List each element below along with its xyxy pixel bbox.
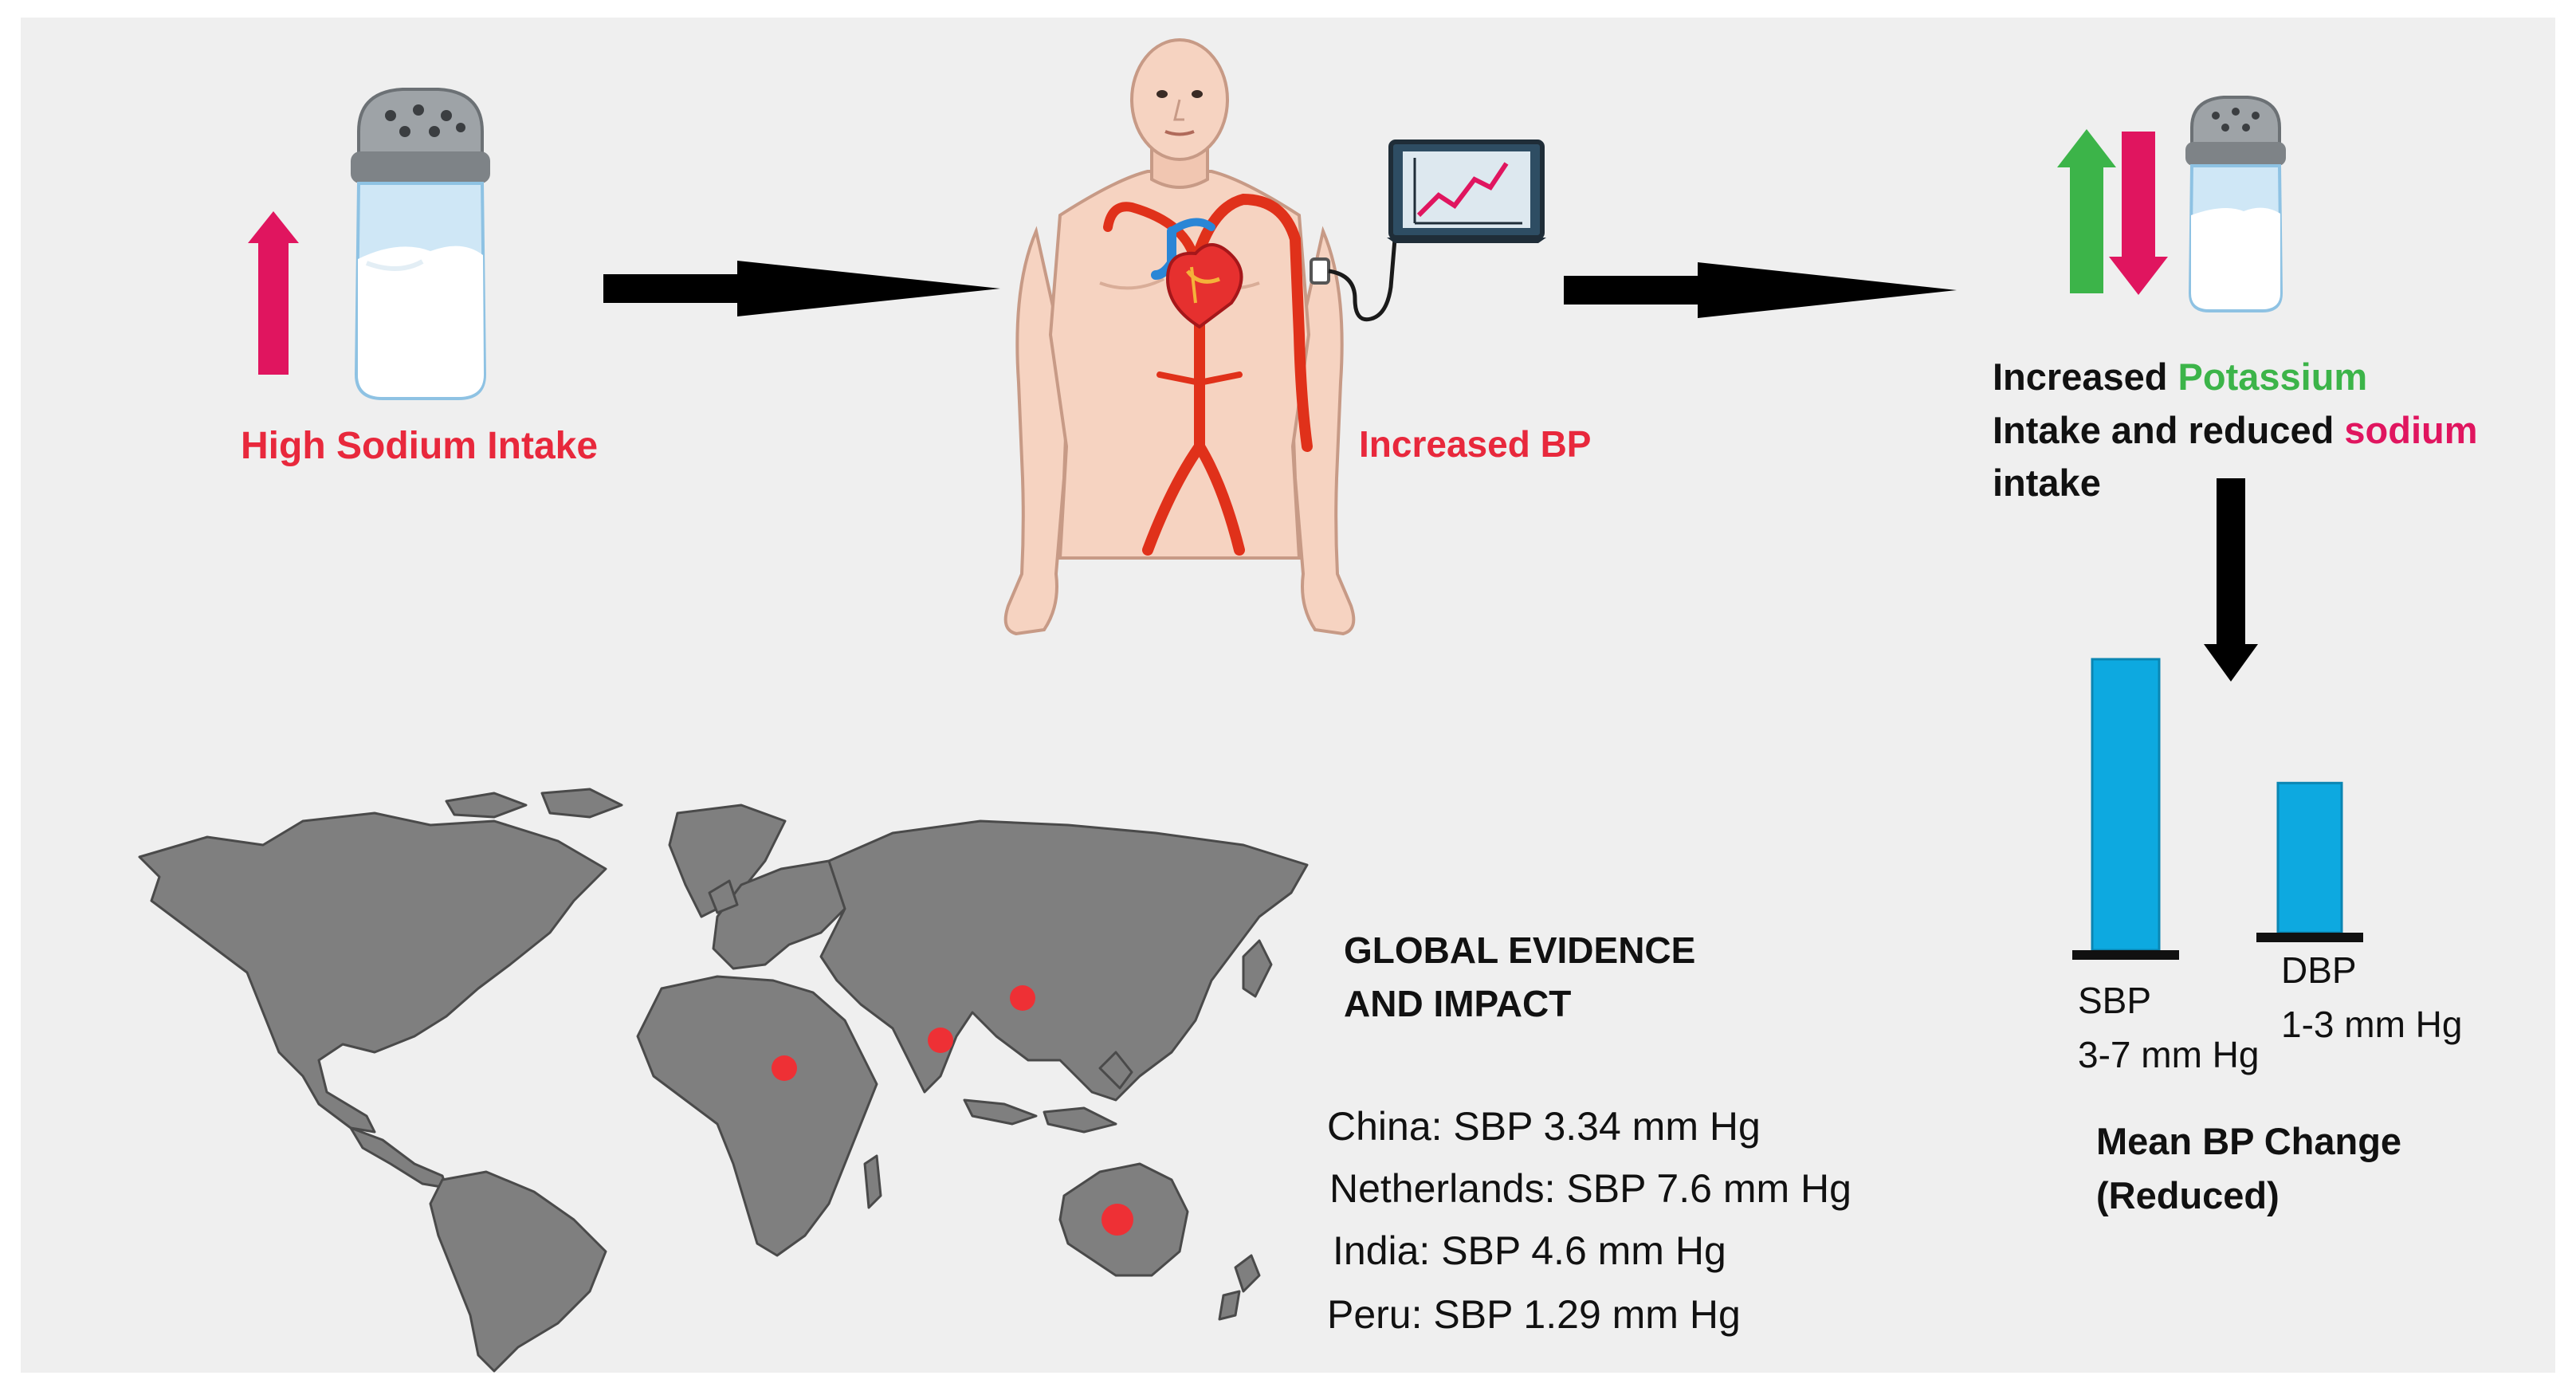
bar-range-dbp: 1-3 mm Hg	[2281, 1004, 2463, 1045]
map-dot-australia	[1101, 1204, 1133, 1236]
mean-bp-title-line1: Mean BP Change	[2096, 1120, 2402, 1162]
evidence-netherlands: Netherlands: SBP 7.6 mm Hg	[1329, 1166, 1852, 1211]
bar-baseline-dbp	[2256, 933, 2363, 942]
label-high-sodium: High Sodium Intake	[241, 425, 599, 467]
map-dot-africa	[772, 1055, 797, 1081]
bar-baseline-sbp	[2072, 950, 2179, 960]
human-body-icon	[1003, 38, 1356, 636]
down-arrow-icon	[2109, 132, 2168, 295]
label-intervention-line3: intake	[1993, 462, 2101, 504]
bar-dbp	[2276, 781, 2343, 934]
text-sodium: sodium	[2344, 409, 2478, 451]
evidence-peru: Peru: SBP 1.29 mm Hg	[1327, 1292, 1741, 1337]
label-intervention-line2: Intake and reduced sodium	[1993, 408, 2478, 452]
mean-bp-title-line2: (Reduced)	[2096, 1174, 2280, 1216]
up-arrow-icon	[2057, 129, 2116, 293]
map-dot-china	[1010, 985, 1035, 1011]
map-dot-india	[928, 1028, 953, 1053]
label-intervention-line1: Increased Potassium	[1993, 355, 2367, 399]
label-increased-bp: Increased BP	[1359, 423, 1592, 465]
global-title-line1: GLOBAL EVIDENCE	[1344, 929, 1696, 971]
evidence-china: China: SBP 3.34 mm Hg	[1327, 1104, 1761, 1149]
evidence-india: India: SBP 4.6 mm Hg	[1333, 1228, 1726, 1273]
salt-shaker-icon	[351, 88, 490, 400]
flow-arrow-1	[603, 261, 1000, 316]
evidence-dots	[772, 985, 1133, 1236]
flow-arrow-3	[2204, 478, 2258, 682]
bp-change-bars	[2072, 658, 2363, 960]
flow-arrow-2	[1564, 262, 1957, 318]
text-intake-reduced: Intake and reduced	[1993, 409, 2345, 451]
bar-label-dbp: DBP	[2281, 949, 2357, 991]
bar-label-sbp: SBP	[2078, 980, 2152, 1021]
text-potassium: Potassium	[2177, 356, 2368, 398]
up-arrow-icon	[248, 211, 299, 375]
global-title-line2: AND IMPACT	[1344, 983, 1572, 1024]
bp-monitor-icon	[1310, 140, 1546, 322]
world-map-icon	[138, 788, 1309, 1373]
bar-range-sbp: 3-7 mm Hg	[2078, 1034, 2260, 1075]
text-increased: Increased	[1993, 356, 2178, 398]
salt-shaker-icon	[2185, 96, 2286, 312]
bar-sbp	[2091, 658, 2161, 952]
heart-icon	[1165, 243, 1243, 329]
